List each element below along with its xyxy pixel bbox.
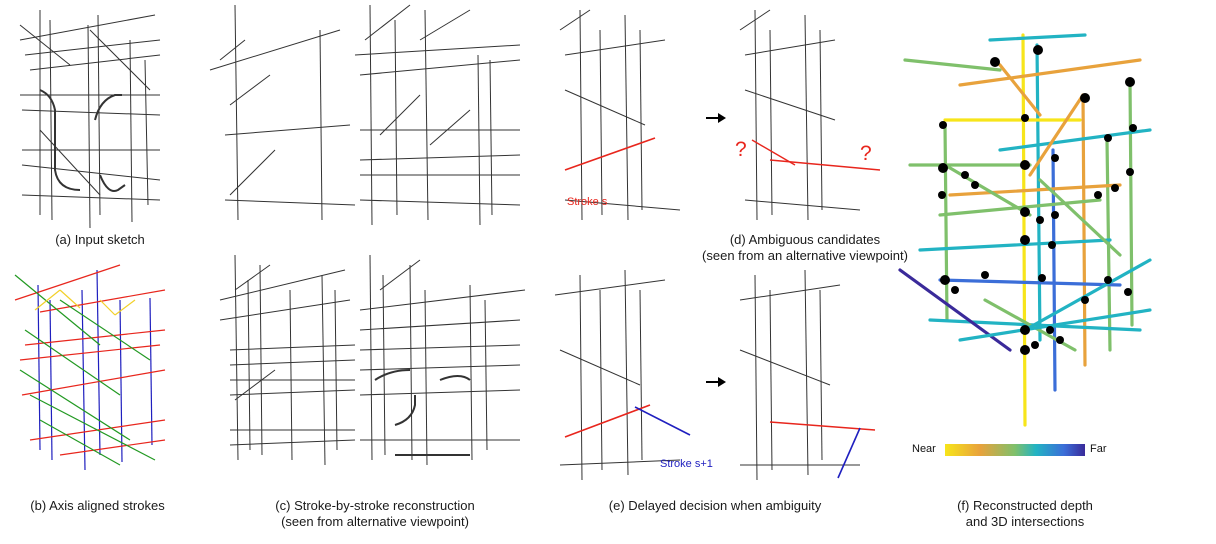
panel-d-right [739,9,861,221]
question-mark-left: ? [735,138,747,161]
stroke-s-red [564,137,656,171]
caption-f-line1: (f) Reconstructed depth [957,498,1093,513]
panel-c-top-right [354,4,521,226]
caption-c-line1: (c) Stroke-by-stroke reconstruction [275,498,475,513]
panel-d-left [559,9,681,221]
right-arrow-icon [706,377,726,387]
ambiguous-candidates-red [751,139,881,171]
stroke-s-label: Stroke s [567,196,608,208]
caption-b: (b) Axis aligned strokes [30,498,165,513]
intersection-points [938,45,1137,355]
caption-d-line1: (d) Ambiguous candidates [729,232,881,247]
panel-e-colored-left [564,404,691,438]
panel-f-depth [898,33,1152,427]
depth-colorbar [945,444,1085,456]
caption-f-line2: and 3D intersections [965,514,1085,529]
panel-e-right [739,269,860,481]
panel-e-colored-right [769,421,876,479]
panel-c-top-left [209,4,356,221]
stroke-s1-label: Stroke s+1 [660,458,713,470]
panel-e-left [554,269,681,481]
right-arrow-icon [706,113,726,123]
panel-b-axis-aligned [14,264,166,471]
panel-a-input-sketch [19,10,161,229]
question-mark-right: ? [860,142,872,165]
panel-c-bottom-left [219,254,356,466]
panel-c-bottom-right [359,254,526,466]
caption-d-line2: (seen from an alternative viewpoint) [702,248,908,263]
caption-a: (a) Input sketch [55,232,145,247]
colorbar-near-label: Near [912,443,936,455]
colorbar-far-label: Far [1090,443,1107,455]
caption-c-line2: (seen from alternative viewpoint) [281,514,469,529]
caption-e: (e) Delayed decision when ambiguity [608,498,822,513]
